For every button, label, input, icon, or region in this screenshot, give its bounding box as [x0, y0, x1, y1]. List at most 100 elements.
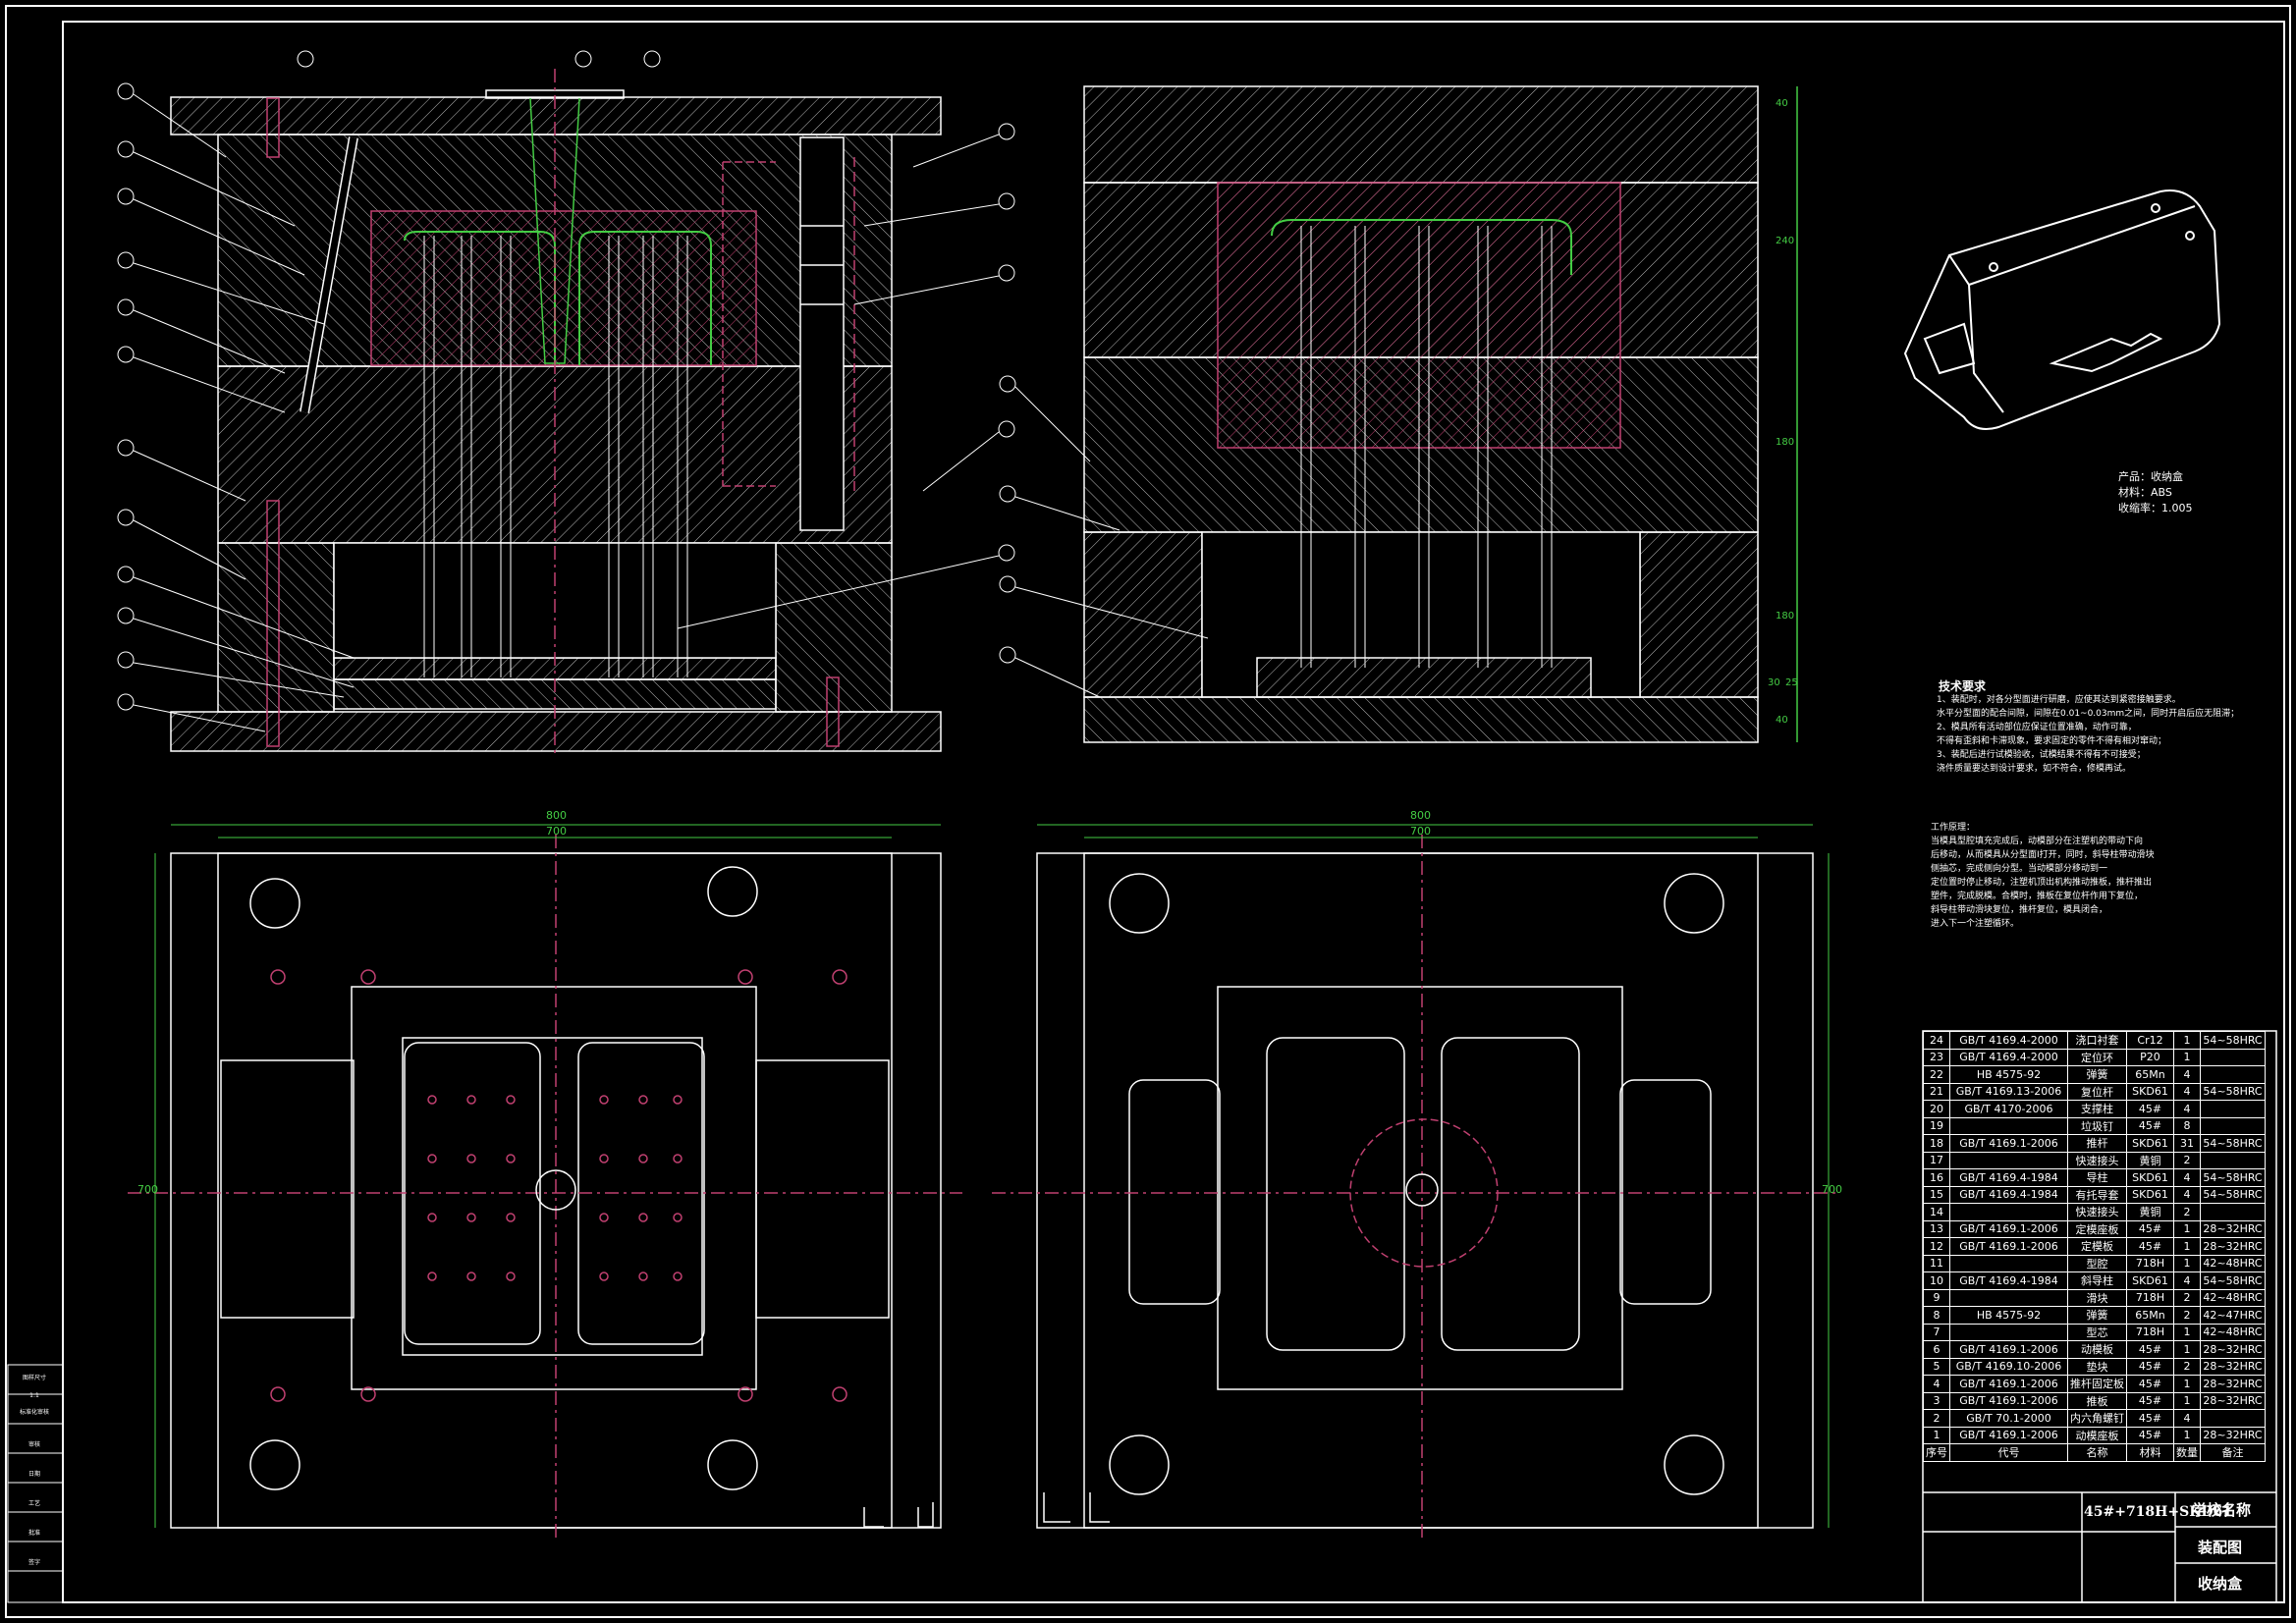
- bom-cell: GB/T 4170-2006: [1949, 1100, 2068, 1118]
- bom-header-cell: 代号: [1949, 1443, 2068, 1462]
- bom-cell: 1: [2173, 1426, 2201, 1444]
- principle-line: 当模具型腔填充完成后，动模部分在注塑机的带动下向: [1931, 837, 2144, 846]
- bom-cell: 1: [2173, 1375, 2201, 1393]
- bom-cell: [1949, 1116, 2068, 1135]
- fixed-half-plan: [992, 835, 1836, 1542]
- dim-180-a: 180: [1776, 437, 1795, 448]
- bom-cell: 快速接头: [2067, 1151, 2127, 1169]
- bom-cell: 定模板: [2067, 1237, 2127, 1256]
- bom-cell: GB/T 70.1-2000: [1949, 1409, 2068, 1428]
- bom-cell: GB/T 4169.1-2006: [1949, 1219, 2068, 1238]
- bom-cell: 1: [2173, 1323, 2201, 1341]
- bom-cell: 1: [2173, 1031, 2201, 1050]
- product-name: 产品：收纳盒: [2118, 470, 2183, 483]
- bom-cell: [2200, 1048, 2266, 1066]
- bom-cell: 型芯: [2067, 1323, 2127, 1341]
- bom-cell: SKD61: [2126, 1271, 2174, 1290]
- product-isometric: [1903, 189, 2221, 430]
- bom-header-cell: 数量: [2173, 1443, 2201, 1462]
- bom-cell: 快速接头: [2067, 1203, 2127, 1221]
- bom-cell: SKD61: [2126, 1168, 2174, 1187]
- bom-cell: 有托导套: [2067, 1185, 2127, 1204]
- bom-cell: 28~32HRC: [2200, 1237, 2266, 1256]
- side-stamp-3: 标准化审核: [19, 1409, 49, 1416]
- bom-cell: 推板: [2067, 1391, 2127, 1410]
- bom-cell: 28~32HRC: [2200, 1357, 2266, 1376]
- bom-cell: 1: [2173, 1237, 2201, 1256]
- dim-30: 30: [1768, 677, 1780, 688]
- dim-40-top: 40: [1776, 98, 1788, 109]
- bom-cell: 42~47HRC: [2200, 1306, 2266, 1325]
- bom-cell: 黄铜: [2126, 1151, 2174, 1169]
- side-stamp-frame: [7, 1364, 64, 1603]
- dim-25: 25: [1785, 677, 1798, 688]
- bom-cell: GB/T 4169.4-1984: [1949, 1168, 2068, 1187]
- moving-half-plan: [128, 835, 962, 1542]
- side-stamp-5: 日期: [27, 1471, 40, 1478]
- bom-cell: 18: [1923, 1134, 1950, 1153]
- bom-cell: 1: [2173, 1391, 2201, 1410]
- bom-header-cell: 材料: [2126, 1443, 2174, 1462]
- bom-cell: 11: [1923, 1254, 1950, 1272]
- bom-cell: 推杆固定板: [2067, 1375, 2127, 1393]
- plan-left-dimensions: [154, 824, 941, 1528]
- bom-cell: 1: [1923, 1426, 1950, 1444]
- bom-cell: 21: [1923, 1082, 1950, 1101]
- bom-header: 序号代号名称材料数量备注: [1923, 1443, 2266, 1462]
- bom-cell: 弹簧: [2067, 1065, 2127, 1084]
- tech-line: 1、装配时，对各分型面进行研磨，应使其达到紧密接触要求。: [1937, 695, 2181, 705]
- bom-cell: 6: [1923, 1340, 1950, 1359]
- bom-cell: 54~58HRC: [2200, 1271, 2266, 1290]
- bom-cell: 28~32HRC: [2200, 1219, 2266, 1238]
- outer-border: [5, 5, 2291, 1618]
- bom-cell: 浇口衬套: [2067, 1031, 2127, 1050]
- bom-cell: 45#: [2126, 1116, 2174, 1135]
- bom-cell: [1949, 1203, 2068, 1221]
- bom-cell: GB/T 4169.1-2006: [1949, 1391, 2068, 1410]
- bom-cell: 4: [2173, 1065, 2201, 1084]
- tech-requirements-title: 技术要求: [1939, 679, 1987, 693]
- bom-cell: GB/T 4169.10-2006: [1949, 1357, 2068, 1376]
- bom-cell: GB/T 4169.4-1984: [1949, 1185, 2068, 1204]
- bom-cell: 4: [2173, 1100, 2201, 1118]
- bom-cell: 45#: [2126, 1409, 2174, 1428]
- side-section-view: [1083, 85, 1798, 743]
- bom-cell: [2200, 1100, 2266, 1118]
- bom-cell: 4: [2173, 1409, 2201, 1428]
- bom-cell: 718H: [2126, 1288, 2174, 1307]
- bom-cell: 45#: [2126, 1357, 2174, 1376]
- bom-cell: 23: [1923, 1048, 1950, 1066]
- inner-border: [62, 21, 2285, 1603]
- bom-cell: 2: [2173, 1288, 2201, 1307]
- bom-cell: 内六角螺钉: [2067, 1409, 2127, 1428]
- bom-cell: 2: [2173, 1203, 2201, 1221]
- bom-cell: 支撑柱: [2067, 1100, 2127, 1118]
- bom-cell: 17: [1923, 1151, 1950, 1169]
- bom-cell: GB/T 4169.1-2006: [1949, 1134, 2068, 1153]
- working-principle-title: 工作原理：: [1931, 823, 1976, 833]
- side-view-balloons: [999, 375, 1209, 698]
- bom-cell: 54~58HRC: [2200, 1168, 2266, 1187]
- side-stamp-8: 签字: [27, 1559, 40, 1566]
- bom-cell: 45#: [2126, 1219, 2174, 1238]
- bom-cell: 5: [1923, 1357, 1950, 1376]
- tech-line: 不得有歪斜和卡滞现象，要求固定的零件不得有相对窜动；: [1937, 736, 2167, 746]
- bom-cell: 推杆: [2067, 1134, 2127, 1153]
- bom-cell: [2200, 1203, 2266, 1221]
- bom-cell: Cr12: [2126, 1031, 2174, 1050]
- bom-cell: GB/T 4169.1-2006: [1949, 1340, 2068, 1359]
- bom-cell: 4: [1923, 1375, 1950, 1393]
- dim-800-right: 800: [1410, 809, 1431, 822]
- bom-cell: 1: [2173, 1254, 2201, 1272]
